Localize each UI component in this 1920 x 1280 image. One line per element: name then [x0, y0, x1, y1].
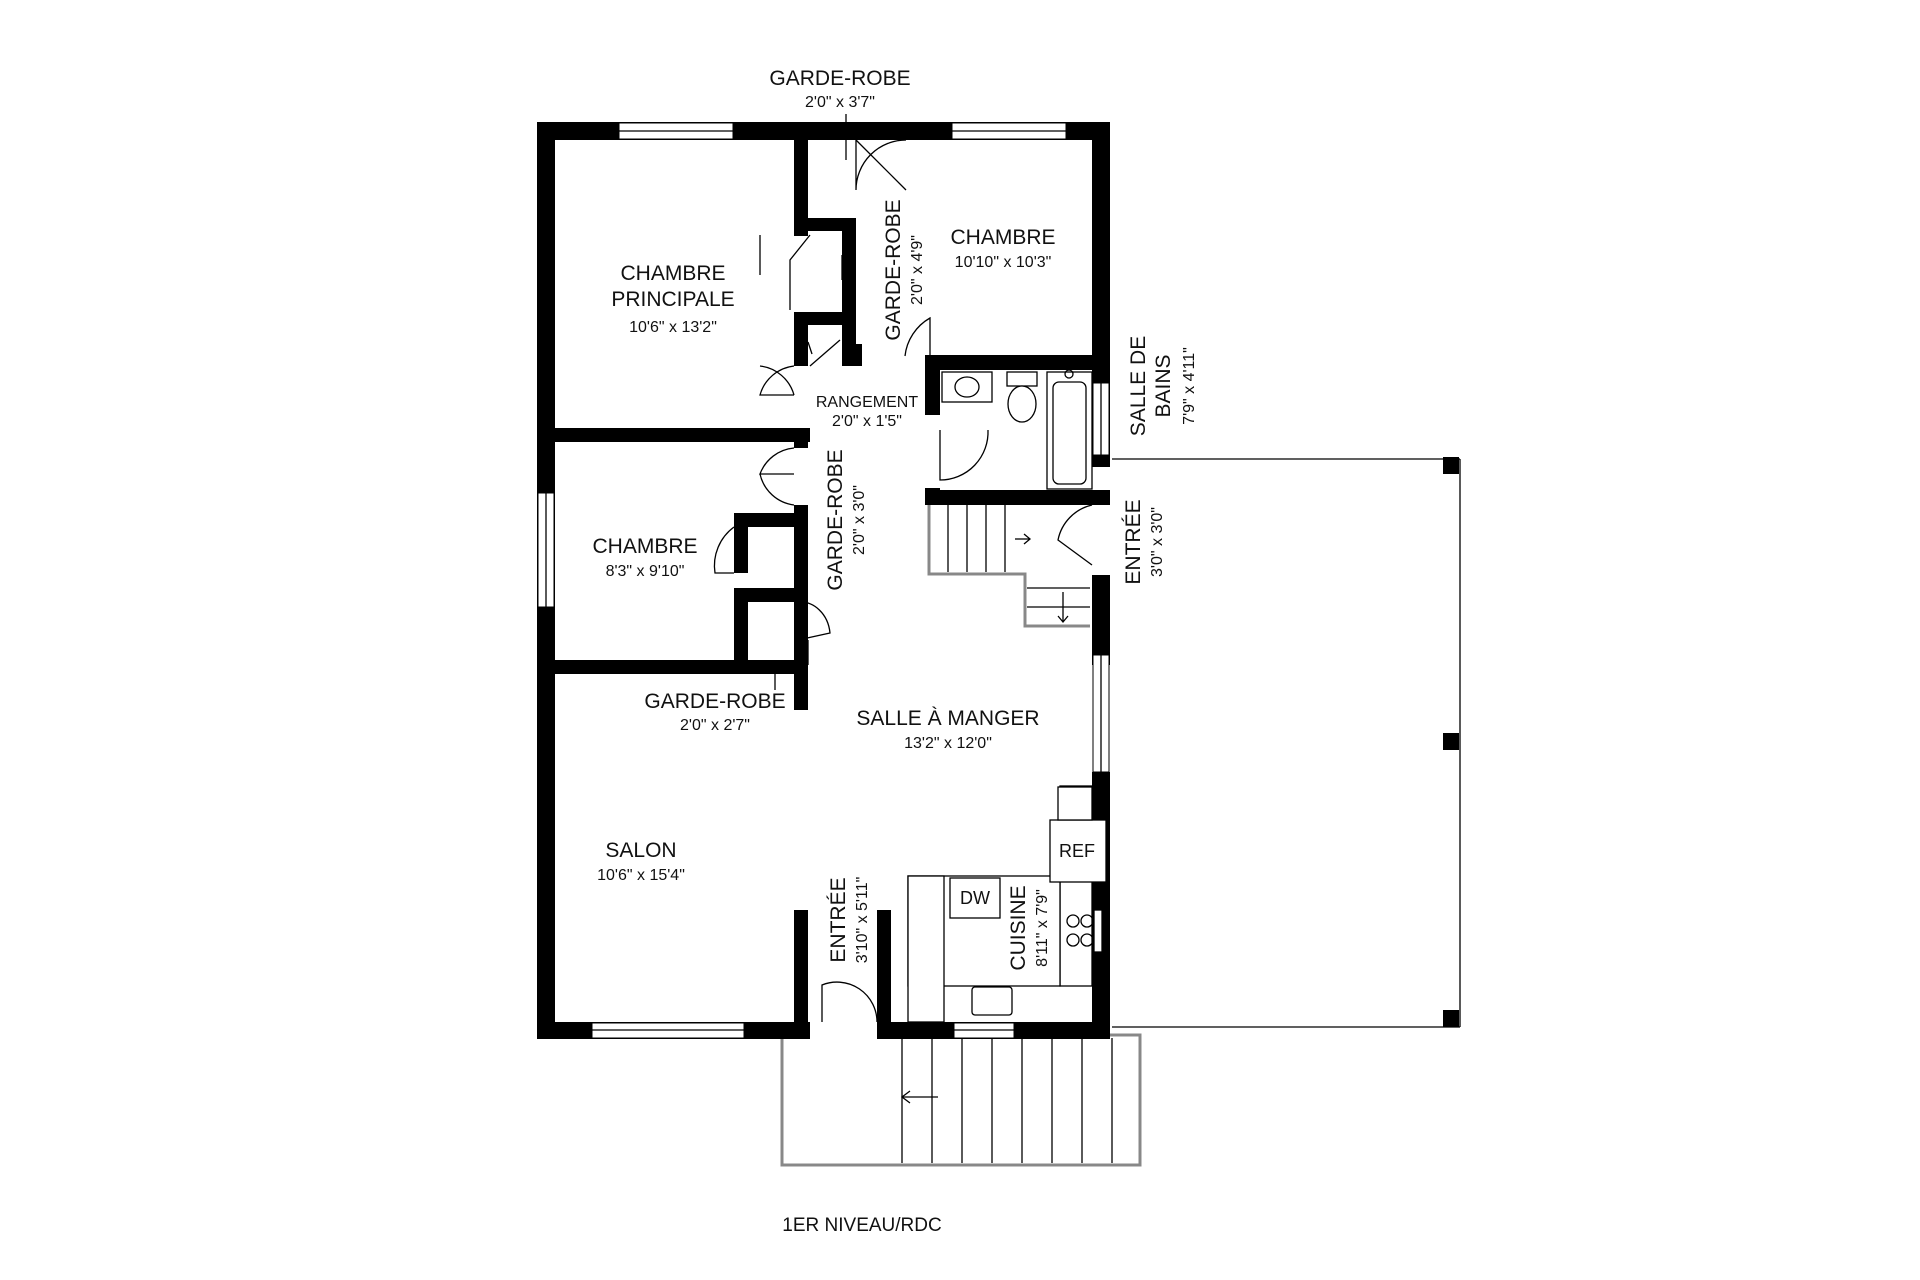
bathroom-fixtures — [941, 369, 1093, 490]
deck-post — [1443, 1010, 1459, 1027]
salon-name: SALON — [605, 839, 676, 862]
garde-robe-vertical-name: GARDE-ROBE — [882, 199, 905, 340]
deck — [1112, 457, 1461, 1028]
salle-a-manger-dim: 13'2" x 12'0" — [904, 735, 992, 752]
garde-robe-top-name: GARDE-ROBE — [769, 67, 910, 90]
rangement-dim: 2'0" x 1'5" — [832, 413, 902, 430]
counter-upper — [1057, 786, 1093, 821]
entree-side-name: ENTRÉE — [1122, 499, 1145, 584]
room-labels: GARDE-ROBE 2'0" x 3'7" CHAMBRE PRINCIPAL… — [592, 67, 1198, 1236]
toilet-tank — [1006, 371, 1038, 387]
entree-side-dim: 3'0" x 3'0" — [1149, 507, 1166, 577]
chambre-left-name: CHAMBRE — [592, 535, 697, 558]
front-stairs — [780, 1033, 1142, 1167]
chambre-right-name: CHAMBRE — [950, 226, 1055, 249]
cuisine-name: CUISINE — [1007, 885, 1030, 970]
chambre-left-dim: 8'3" x 9'10" — [606, 563, 685, 580]
sink-kitchen — [971, 986, 1013, 1016]
dishwasher-label: DW — [960, 888, 990, 908]
garde-robe-top-dim: 2'0" x 3'7" — [805, 94, 875, 111]
chambre-principale-dim: 10'6" x 13'2" — [629, 319, 717, 336]
fridge — [1049, 819, 1107, 883]
burner — [1066, 933, 1080, 947]
garde-robe-vertical-dim: 2'0" x 4'9" — [909, 235, 926, 305]
rangement-name: RANGEMENT — [816, 394, 918, 411]
entree-front-name: ENTRÉE — [827, 877, 850, 962]
kitchen-fixtures — [907, 785, 1107, 1023]
level-title: 1ER NIVEAU/RDC — [782, 1215, 941, 1236]
garde-robe-middle-name: GARDE-ROBE — [824, 449, 847, 590]
cuisine-dim: 8'11" x 7'9" — [1034, 889, 1051, 967]
salle-a-manger-name: SALLE À MANGER — [856, 707, 1039, 730]
chambre-principale-name: PRINCIPALE — [611, 288, 734, 311]
salon-dim: 10'6" x 15'4" — [597, 867, 685, 884]
garde-robe-bottom-dim: 2'0" x 2'7" — [680, 717, 750, 734]
burner — [1066, 914, 1080, 928]
doors — [713, 139, 1093, 1023]
windows — [537, 122, 1110, 1039]
fridge-label: REF — [1059, 841, 1095, 861]
deck-post — [1443, 457, 1459, 474]
chambre-right-dim: 10'10" x 10'3" — [955, 254, 1052, 271]
toilet-bowl — [1007, 385, 1037, 423]
garde-robe-middle-dim: 2'0" x 3'0" — [851, 485, 868, 555]
entree-front-dim: 3'10" x 5'11" — [854, 877, 871, 964]
garde-robe-bottom-name: GARDE-ROBE — [644, 690, 785, 713]
salle-de-bains-name: SALLE DE — [1127, 336, 1150, 436]
chambre-principale-name: CHAMBRE — [620, 262, 725, 285]
dishwasher — [949, 877, 1001, 919]
salle-de-bains-name: BAINS — [1152, 354, 1175, 417]
side-stairs — [927, 503, 1090, 628]
deck-post — [1443, 733, 1459, 750]
salle-de-bains-dim: 7'9" x 4'11" — [1181, 347, 1198, 425]
burner — [1080, 914, 1094, 928]
counter — [907, 875, 945, 1023]
burner — [1080, 933, 1094, 947]
interior-walls — [555, 140, 1110, 1039]
